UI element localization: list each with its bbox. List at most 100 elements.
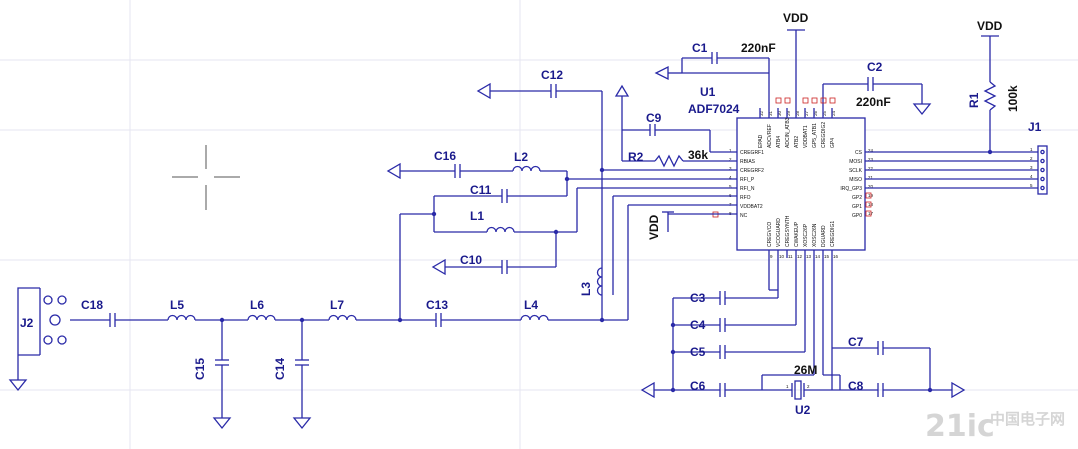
j1-pin-number: 2 [1030, 156, 1033, 161]
j1-pin-number: 1 [1030, 147, 1033, 152]
u1-bottom-pin-number: 16 [833, 254, 839, 259]
u1-right-pin-name: IRQ_GP3 [840, 186, 862, 192]
c6-capacitor[interactable]: C6 [690, 379, 762, 397]
u1-bottom-pin-name: CREGDIG1 [830, 221, 836, 247]
u1-bottom-pin-name: CREGSYNTH [785, 215, 791, 247]
u1-bottom-pin-number: 9 [770, 254, 773, 259]
l7-ref: L7 [330, 298, 344, 312]
l3-ref: L3 [579, 282, 593, 296]
u1-right-pin-name: SCLK [849, 168, 863, 174]
c15-ref: C15 [193, 358, 207, 380]
u1-left-pin-number: 5 [729, 184, 732, 189]
u1-right-pin-number: 22 [868, 166, 874, 171]
u1-left-pin-name: RFI_N [740, 186, 755, 192]
c2-capacitor[interactable]: C2 220nF [823, 60, 932, 116]
u1-left-pin-name: NC [740, 213, 748, 219]
l1-inductor[interactable]: L1 [434, 209, 577, 235]
vdd-power-vddbat2: VDD [647, 211, 700, 240]
l5-inductor[interactable]: L5 [167, 298, 248, 321]
l4-inductor[interactable]: L4 [520, 298, 628, 323]
c13-capacitor[interactable]: C13 [397, 213, 521, 327]
c13-ref: C13 [426, 298, 448, 312]
u1-top-pin-number: 25 [822, 110, 827, 116]
j2-ref: J2 [20, 316, 34, 330]
u1-top-pin-name: ADCIN_ATB3 [785, 117, 791, 148]
c16-ref: C16 [434, 149, 456, 163]
c10-capacitor[interactable]: C10 [431, 232, 557, 276]
c12-ref: C12 [541, 68, 563, 82]
u1-top-pin-number: 26 [813, 110, 818, 116]
c1-capacitor[interactable]: C1 220nF [654, 41, 776, 81]
watermark-main: 21ic [925, 409, 995, 444]
c15-capacitor[interactable]: C15 [193, 317, 232, 430]
u2-value: 26M [794, 363, 817, 377]
l2-ref: L2 [514, 150, 528, 164]
u1-top-pin-number: 29 [786, 110, 791, 116]
c18-ref: C18 [81, 298, 103, 312]
c14-capacitor[interactable]: C14 [273, 317, 312, 430]
c5-capacitor[interactable]: C5 [690, 250, 806, 359]
j1-pin-contact [1040, 185, 1045, 191]
c3-capacitor[interactable]: C3 [690, 250, 779, 305]
u1-adf7024[interactable]: U1 ADF7024 CREGRF11RBIAS2CREGRF23RFI_P4R… [688, 85, 874, 259]
crosshair-cursor-icon [172, 145, 240, 210]
l7-inductor[interactable]: L7 [328, 298, 436, 321]
c1-value: 220nF [741, 41, 776, 55]
l6-inductor[interactable]: L6 [247, 298, 329, 321]
vdd-label-right: VDD [977, 19, 1003, 33]
u2-crystal[interactable]: 26M U2 1 2 [761, 363, 841, 417]
u1-top-pin-number: 27 [804, 110, 809, 116]
u1-part: ADF7024 [688, 102, 740, 116]
u1-left-pin-name: RBIAS [740, 159, 756, 165]
l2-inductor[interactable]: L2 [512, 150, 570, 196]
u1-top-pin-number: 28 [795, 110, 800, 116]
u1-left-pin-number: 3 [729, 166, 732, 171]
u1-top-pin-name: GP5_ATB1 [812, 123, 818, 148]
u1-left-pin-number: 4 [729, 175, 732, 180]
c9-ref: C9 [646, 111, 662, 125]
u1-right-pin-name: MOSI [849, 159, 862, 165]
j2-connector[interactable]: J2 [8, 287, 110, 392]
c9-capacitor[interactable]: C9 [614, 84, 737, 153]
vdd-label-top: VDD [783, 11, 809, 25]
l6-ref: L6 [250, 298, 264, 312]
u1-left-pin-name: RFI_P [740, 177, 755, 183]
bottom-ground-rail [640, 297, 720, 399]
u1-ref: U1 [700, 85, 716, 99]
j1-pin-contact [1040, 176, 1045, 182]
c11-capacitor[interactable]: C11 [431, 183, 567, 232]
u1-top-pin-name: EPAD [758, 134, 764, 148]
c18-capacitor[interactable]: C18 [81, 298, 168, 327]
c12-capacitor[interactable]: C12 [476, 68, 603, 320]
u1-bottom-pin-name: CWAKEUP [794, 221, 800, 247]
l1-ref: L1 [470, 209, 484, 223]
j1-pin-number: 5 [1030, 183, 1033, 188]
c11-ref: C11 [470, 183, 492, 197]
r2-resistor[interactable]: R2 36k [621, 130, 737, 168]
u1-bottom-stubs [768, 250, 833, 390]
watermark-sub: 中国电子网 [990, 410, 1065, 428]
u1-bottom-pin-number: 11 [788, 254, 793, 259]
c4-capacitor[interactable]: C4 [690, 250, 797, 332]
c7-capacitor[interactable]: C7 [832, 335, 931, 390]
r1-resistor[interactable]: VDD R1 100k [967, 19, 1020, 155]
u1-left-pin-number: 1 [729, 148, 732, 153]
u1-bottom-pin-number: 10 [779, 254, 785, 259]
c16-capacitor[interactable]: C16 [386, 149, 513, 180]
l3-inductor[interactable]: L3 [579, 267, 603, 296]
u1-bottom-pin-number: 12 [797, 254, 803, 259]
c10-ref: C10 [460, 253, 482, 267]
u2-pin-2: 2 [807, 384, 810, 389]
c1-ref: C1 [692, 41, 708, 55]
r2-ref: R2 [628, 150, 644, 164]
u1-left-pin-name: CREGRF1 [740, 150, 764, 156]
u1-right-pin-name: GP1 [852, 204, 862, 210]
c8-capacitor[interactable]: C8 [840, 379, 966, 399]
u1-left-pin-name: VDDBAT2 [740, 204, 763, 210]
u1-bottom-pin-number: 13 [806, 254, 812, 259]
u2-pin-1: 1 [786, 384, 789, 389]
j1-pin-contact [1040, 149, 1045, 155]
